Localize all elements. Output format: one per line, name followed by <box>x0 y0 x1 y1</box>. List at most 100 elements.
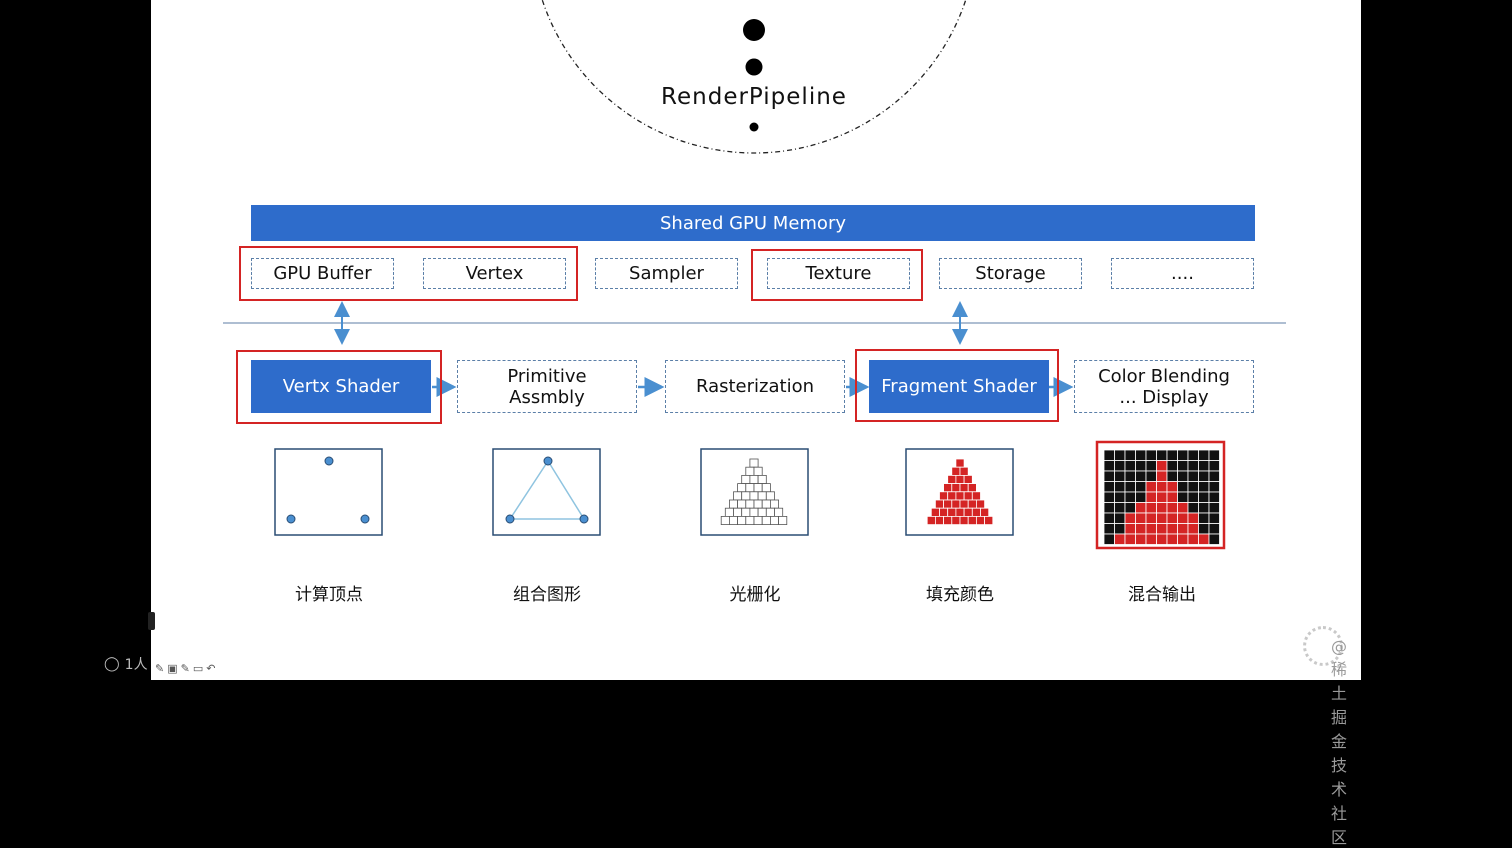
pixel-cell <box>1208 533 1220 545</box>
raster-cells <box>720 458 788 526</box>
pixel-cell <box>1103 449 1115 461</box>
pixel-cell <box>935 499 945 509</box>
pixel-cell <box>1135 491 1147 503</box>
diagram-graphics <box>223 0 1286 550</box>
stage-label: Rasterization <box>695 376 814 397</box>
pixel-cell <box>1145 512 1157 524</box>
pixel-cell <box>1156 460 1168 472</box>
highlight-vertex-shader <box>236 350 442 424</box>
pixel-cell <box>967 499 977 509</box>
pixel-cell <box>947 491 957 501</box>
pixel-cell <box>1103 491 1115 503</box>
pixel-cell <box>1103 502 1115 514</box>
pixel-cell <box>1208 512 1220 524</box>
people-icon: ◯ <box>104 656 120 672</box>
slide: Shared GPU Memory GPU Buffer Vertex Samp… <box>151 0 1361 847</box>
pixel-cell <box>1103 533 1115 545</box>
pixel-cell <box>967 516 977 526</box>
pixel-cell <box>959 483 969 493</box>
pen-icon[interactable]: ✎ <box>155 662 168 675</box>
pixel-cell <box>1124 523 1136 535</box>
pixel-cell <box>733 491 743 501</box>
pixel-cell <box>761 483 771 493</box>
pixel-cell <box>1114 449 1126 461</box>
pixel-cell <box>1156 512 1168 524</box>
pixel-cell <box>943 499 953 509</box>
memory-label: .... <box>1171 263 1194 284</box>
pixel-cell <box>951 466 961 476</box>
pixel-cell <box>1135 449 1147 461</box>
pixel-cell <box>1177 523 1189 535</box>
pixel-cell <box>1198 502 1210 514</box>
pixel-cell <box>1166 502 1178 514</box>
memory-label: Vertex <box>465 263 524 284</box>
pixel-cell <box>1135 481 1147 493</box>
pixel-cell <box>774 507 784 517</box>
pixel-cell <box>1124 460 1136 472</box>
dot-medium <box>745 58 763 76</box>
pixel-cell <box>741 507 751 517</box>
pixel-cell <box>1135 502 1147 514</box>
pixel-cell <box>737 483 747 493</box>
stage-label-line2: ... Display <box>1119 386 1209 408</box>
save-icon[interactable]: ▣ <box>167 662 181 675</box>
pixel-cell <box>1124 502 1136 514</box>
side-handle[interactable] <box>148 612 155 630</box>
pixel-cell <box>947 474 957 484</box>
pixel-cell <box>1103 481 1115 493</box>
pixel-cell <box>943 483 953 493</box>
pixel-cell <box>1198 491 1210 503</box>
stage-label-line1: Primitive <box>507 365 587 387</box>
pixel-cell <box>1156 523 1168 535</box>
pixel-cell <box>1156 481 1168 493</box>
pixel-cell <box>724 507 734 517</box>
highlight-fragment-shader <box>855 349 1059 422</box>
annotation-toolbar[interactable]: ✎▣✎▭↶ <box>155 662 218 675</box>
pixel-cell <box>1124 470 1136 482</box>
pixel-cell <box>963 474 973 484</box>
pixel-cell <box>1166 460 1178 472</box>
undo-icon[interactable]: ↶ <box>206 662 219 675</box>
shared-memory-bar: Shared GPU Memory <box>251 205 1255 241</box>
pixel-cell <box>1114 512 1126 524</box>
pixel-cell <box>1177 481 1189 493</box>
pixel-cell <box>1145 533 1157 545</box>
pixel-cell <box>951 499 961 509</box>
pixel-cell <box>984 516 994 526</box>
pixel-cell <box>749 491 759 501</box>
pixel-cell <box>1187 470 1199 482</box>
pixel-cell <box>729 499 739 509</box>
pixel-cell <box>1114 460 1126 472</box>
pixel-cell <box>971 507 981 517</box>
eraser-icon[interactable]: ▭ <box>192 662 207 675</box>
pixel-cell <box>1135 460 1147 472</box>
pixel-cell <box>753 483 763 493</box>
pixel-cell <box>770 499 780 509</box>
marker-icon[interactable]: ✎ <box>180 662 193 675</box>
caption-assembly: 组合图形 <box>513 585 581 605</box>
stage-fragment-shader: Fragment Shader <box>869 360 1049 413</box>
pixel-cell <box>1114 533 1126 545</box>
pixel-cell <box>976 499 986 509</box>
pixel-cell <box>1103 512 1115 524</box>
pixel-cell <box>1198 533 1210 545</box>
highlight-buffer-vertex <box>239 246 578 301</box>
caption-fill: 填充颜色 <box>926 585 994 605</box>
pixel-cell <box>1177 460 1189 472</box>
participants[interactable]: ◯ 1人 <box>104 654 148 674</box>
pixel-cell <box>1145 491 1157 503</box>
pixel-cell <box>745 499 755 509</box>
pixel-cell <box>955 458 965 468</box>
pixel-cell <box>1114 470 1126 482</box>
pixel-cell <box>1166 523 1178 535</box>
stage-color-blending: Color Blending ... Display <box>1074 360 1254 413</box>
pixel-cell <box>1103 460 1115 472</box>
pixel-cell <box>1166 481 1178 493</box>
pixel-cell <box>1208 470 1220 482</box>
pixel-cell <box>1156 502 1168 514</box>
pixel-cell <box>778 516 788 526</box>
caption-blend: 混合输出 <box>1128 585 1196 605</box>
pixel-cell <box>1198 460 1210 472</box>
pixel-cell <box>1124 491 1136 503</box>
pixel-cell <box>967 483 977 493</box>
